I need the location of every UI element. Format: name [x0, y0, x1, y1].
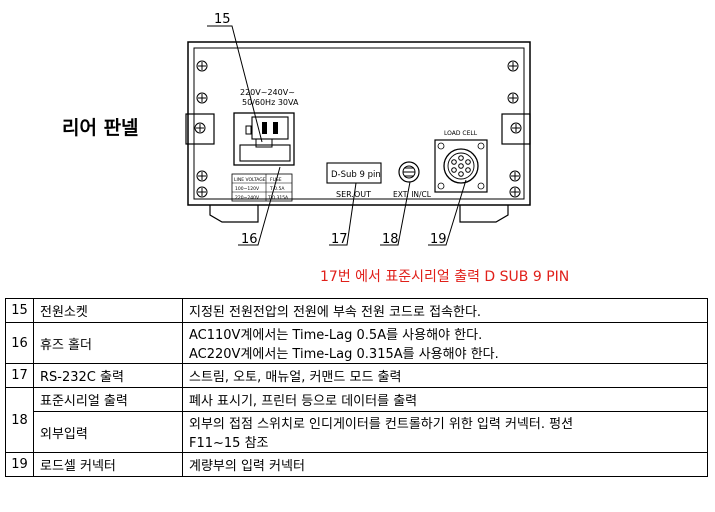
socket-pin	[262, 122, 267, 134]
left-side-bracket	[185, 113, 215, 145]
row-number: 19	[5, 452, 34, 477]
callout-18: 18	[382, 232, 399, 247]
right-side-bracket	[501, 113, 531, 145]
callout-15: 15	[214, 12, 231, 27]
row-number: 16	[5, 322, 34, 364]
dsub-note: 17번 에서 표준시리얼 출력 D SUB 9 PIN	[320, 269, 570, 285]
item-description: 지정된 전원전압의 전원에 부속 전원 코드로 접속한다.	[182, 298, 708, 323]
fuse-cap	[255, 138, 273, 148]
fuse-holder	[239, 144, 291, 162]
table-row: 18 표준시리얼 출력 폐사 표시기, 프린터 등으로 데이터를 출력	[5, 387, 708, 453]
row-number: 17	[5, 363, 34, 388]
screw-icon	[507, 60, 519, 72]
ext-in-connector	[398, 161, 420, 183]
page-title: 리어 판넬	[62, 117, 139, 139]
callout-16: 16	[241, 232, 258, 247]
item-description: 외부의 접점 스위치로 인디게이터를 컨트롤하기 위한 입력 커넥터. 펑션 F…	[182, 411, 708, 453]
dsub-label: D-Sub 9 pin	[331, 170, 381, 180]
power-socket	[233, 112, 295, 166]
screw-icon	[196, 60, 208, 72]
table-row: 16 휴즈 홀더 AC110V계에서는 Time-Lag 0.5A를 사용해야 …	[5, 322, 708, 364]
fuse-row1-voltage: 100~120V	[235, 186, 260, 192]
ser-out-label: SER.OUT	[336, 190, 371, 199]
row-number: 18	[5, 387, 34, 453]
callout-leaders	[207, 25, 467, 246]
table-row: 15 전원소켓 지정된 전원전압의 전원에 부속 전원 코드로 접속한다.	[5, 298, 708, 323]
fuse-row1-fuse: T 0.5A	[269, 186, 285, 192]
screw-icon	[509, 170, 521, 182]
item-description: 스트림, 오토, 매뉴얼, 커맨드 모드 출력	[182, 363, 708, 388]
description-line: 외부의 접점 스위치로 인디게이터를 컨트롤하기 위한 입력 커넥터. 펑션	[189, 417, 574, 432]
callout-17: 17	[331, 232, 348, 247]
item-name: 외부입력	[33, 411, 183, 453]
screw-icon	[194, 122, 206, 134]
power-spec-line1: 220V~240V~	[240, 88, 295, 97]
panel-inner-outline	[193, 47, 525, 200]
item-description: 폐사 표시기, 프린터 등으로 데이터를 출력	[182, 387, 708, 412]
left-foot	[209, 205, 259, 223]
right-foot	[459, 205, 509, 223]
fuse-row2-fuse: T 0.315A	[267, 195, 289, 201]
load-cell-label: LOAD CELL	[444, 130, 478, 137]
item-name: 전원소켓	[33, 298, 183, 323]
description-line: F11~15 참조	[189, 436, 269, 451]
screw-icon	[507, 92, 519, 104]
callout-19: 19	[430, 232, 447, 247]
screw-icon	[510, 122, 522, 134]
table-row: 19 로드셀 커넥터 계량부의 입력 커넥터	[5, 452, 708, 477]
socket-ground	[245, 125, 252, 135]
screw-icon	[509, 186, 521, 198]
screw-icon	[196, 186, 208, 198]
dsub-connector	[326, 162, 382, 184]
item-name: 표준시리얼 출력	[33, 387, 183, 412]
screw-icon	[196, 170, 208, 182]
row-number: 15	[5, 298, 34, 323]
screw-icon	[196, 92, 208, 104]
load-cell-connector	[434, 139, 488, 193]
item-name: RS-232C 출력	[33, 363, 183, 388]
ext-in-label: EXT. IN/CL	[393, 190, 432, 199]
rear-panel-diagram: 220V~240V~ 50/60Hz 30VA LINE VOLTAGE FUS…	[185, 12, 531, 247]
table-row: 외부입력 외부의 접점 스위치로 인디게이터를 컨트롤하기 위한 입력 커넥터.…	[6, 411, 708, 453]
description-line: AC220V계에서는 Time-Lag 0.315A를 사용해야 한다.	[189, 347, 499, 362]
power-spec-line2: 50/60Hz 30VA	[242, 98, 299, 107]
description-line: AC110V계에서는 Time-Lag 0.5A를 사용해야 한다.	[189, 328, 483, 343]
socket-pin	[273, 122, 278, 134]
item-name: 로드셀 커넥터	[33, 452, 183, 477]
fuse-row2-voltage: 220~240V	[235, 195, 260, 201]
table-row: 17 RS-232C 출력 스트림, 오토, 매뉴얼, 커맨드 모드 출력	[5, 363, 708, 388]
fuse-head-voltage: LINE VOLTAGE	[234, 177, 266, 183]
item-description: 계량부의 입력 커넥터	[182, 452, 708, 477]
item-description: AC110V계에서는 Time-Lag 0.5A를 사용해야 한다. AC220…	[182, 322, 708, 364]
spec-table: 15 전원소켓 지정된 전원전압의 전원에 부속 전원 코드로 접속한다. 16…	[5, 298, 708, 477]
item-name: 휴즈 홀더	[33, 322, 183, 364]
